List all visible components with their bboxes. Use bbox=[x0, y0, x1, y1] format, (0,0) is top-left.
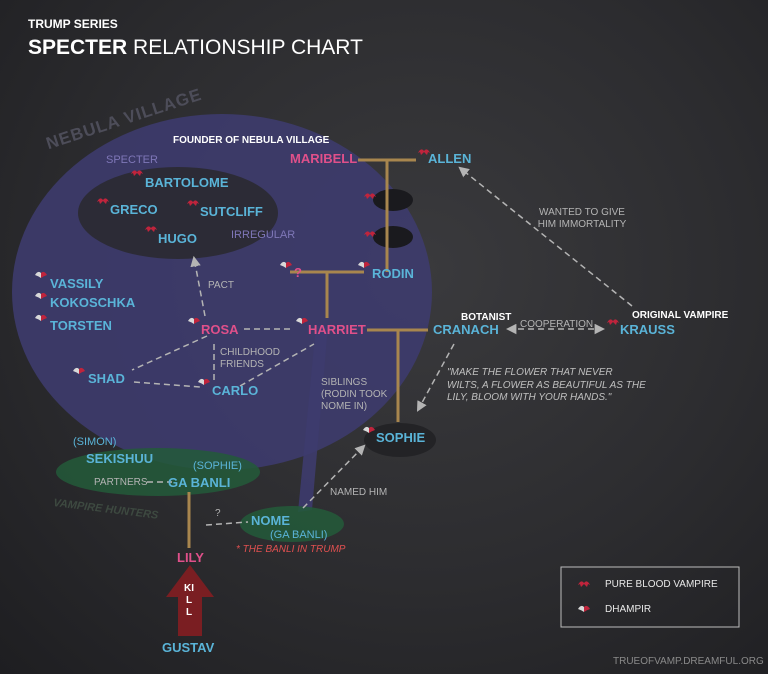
dhampir-icon bbox=[35, 271, 47, 278]
title-rest: RELATIONSHIP CHART bbox=[133, 36, 363, 59]
legend-pure-blood: PURE BLOOD VAMPIRE bbox=[605, 579, 718, 590]
kill-arrow bbox=[166, 565, 214, 636]
character-unknown: ? bbox=[294, 265, 302, 280]
character-cranach: CRANACH bbox=[433, 322, 499, 337]
nome-region bbox=[240, 506, 344, 542]
relation-unknown-link: ? bbox=[215, 508, 221, 519]
sophie-oval bbox=[364, 423, 436, 457]
cranach-quote: "MAKE THE FLOWER THAT NEVER WILTS, A FLO… bbox=[447, 367, 646, 403]
character-hugo: HUGO bbox=[158, 231, 197, 246]
pure-blood-icon bbox=[131, 170, 143, 176]
alias-simon: (SIMON) bbox=[73, 436, 117, 448]
character-kokoschka: KOKOSCHKA bbox=[50, 295, 136, 310]
role-botanist: BOTANIST bbox=[461, 312, 512, 323]
dhampir-icon bbox=[358, 261, 370, 268]
dhampir-icon bbox=[198, 378, 210, 385]
character-sekishuu: SEKISHUU bbox=[86, 451, 154, 466]
character-rodin: RODIN bbox=[372, 266, 414, 281]
character-carlo: CARLO bbox=[212, 383, 259, 398]
character-sutcliff: SUTCLIFF bbox=[200, 204, 263, 219]
page-title: SPECTER RELATIONSHIP CHART bbox=[28, 37, 363, 58]
series-label: TRUMP SERIES bbox=[28, 17, 118, 31]
dhampir-icon bbox=[35, 292, 47, 299]
character-harriet: HARRIET bbox=[308, 322, 366, 337]
vampire-hunters-region bbox=[56, 448, 260, 496]
character-vassily: VASSILY bbox=[50, 276, 104, 291]
character-maribell: MARIBELL bbox=[290, 151, 358, 166]
relation-wanted: WANTED TO GIVE HIM IMMORTALITY bbox=[537, 207, 627, 230]
character-rosa: ROSA bbox=[201, 322, 239, 337]
character-bartolome: BARTOLOME bbox=[145, 175, 229, 190]
pure-blood-icon bbox=[418, 149, 430, 155]
relation-pact: PACT bbox=[208, 280, 234, 291]
dhampir-icon bbox=[73, 367, 85, 374]
pure-blood-icon bbox=[187, 200, 199, 206]
character-allen: ALLEN bbox=[428, 151, 472, 166]
character-sophie: SOPHIE bbox=[376, 430, 426, 445]
site-credit: TRUEOFVAMP.DREAMFUL.ORG bbox=[613, 656, 764, 667]
pure-blood-icon bbox=[145, 226, 157, 232]
character-torsten: TORSTEN bbox=[50, 318, 112, 333]
child-oval-2 bbox=[373, 226, 413, 248]
pure-blood-icon bbox=[364, 193, 376, 199]
legend-box bbox=[560, 566, 740, 628]
alias-nome: (GA BANLI) bbox=[270, 529, 328, 541]
dhampir-icon bbox=[578, 605, 590, 612]
dhampir-icon bbox=[280, 261, 292, 268]
relation-kill: KILL bbox=[184, 583, 194, 618]
role-founder: FOUNDER OF NEBULA VILLAGE bbox=[173, 135, 330, 146]
dhampir-icon bbox=[188, 317, 200, 324]
character-lily: LILY bbox=[177, 550, 204, 565]
legend-dhampir: DHAMPIR bbox=[605, 604, 652, 615]
dhampir-icon bbox=[35, 314, 47, 321]
relation-siblings: SIBLINGS (RODIN TOOK NOME IN) bbox=[321, 377, 388, 412]
specter-group-region bbox=[78, 167, 278, 259]
pure-blood-icon bbox=[97, 198, 109, 204]
dhampir-icon bbox=[296, 317, 308, 324]
footnote: * THE BANLI IN TRUMP bbox=[236, 544, 346, 555]
relation-childhood: CHILDHOOD FRIENDS bbox=[220, 347, 281, 370]
title-bold: SPECTER bbox=[28, 36, 128, 59]
dhampir-icon bbox=[363, 426, 375, 433]
character-krauss: KRAUSS bbox=[620, 322, 675, 337]
region-irregular: IRREGULAR bbox=[231, 229, 296, 241]
child-oval-1 bbox=[373, 189, 413, 211]
character-nome: NOME bbox=[251, 513, 290, 528]
pure-blood-icon bbox=[364, 231, 376, 237]
relationship-lines bbox=[131, 166, 633, 526]
relation-named-him: NAMED HIM bbox=[330, 487, 388, 498]
relation-cooperation: COOPERATION bbox=[520, 319, 594, 330]
family-lines bbox=[187, 158, 428, 548]
pure-blood-icon bbox=[607, 319, 619, 325]
alias-sophie: (SOPHIE) bbox=[193, 460, 242, 472]
relation-partners: PARTNERS bbox=[94, 477, 148, 488]
region-specter: SPECTER bbox=[106, 154, 158, 166]
character-greco: GRECO bbox=[110, 202, 158, 217]
character-gustav: GUSTAV bbox=[162, 640, 215, 655]
pure-blood-icon bbox=[578, 581, 590, 587]
role-original-vampire: ORIGINAL VAMPIRE bbox=[632, 310, 729, 321]
character-ga-banli: GA BANLI bbox=[168, 475, 231, 490]
character-shad: SHAD bbox=[88, 371, 125, 386]
